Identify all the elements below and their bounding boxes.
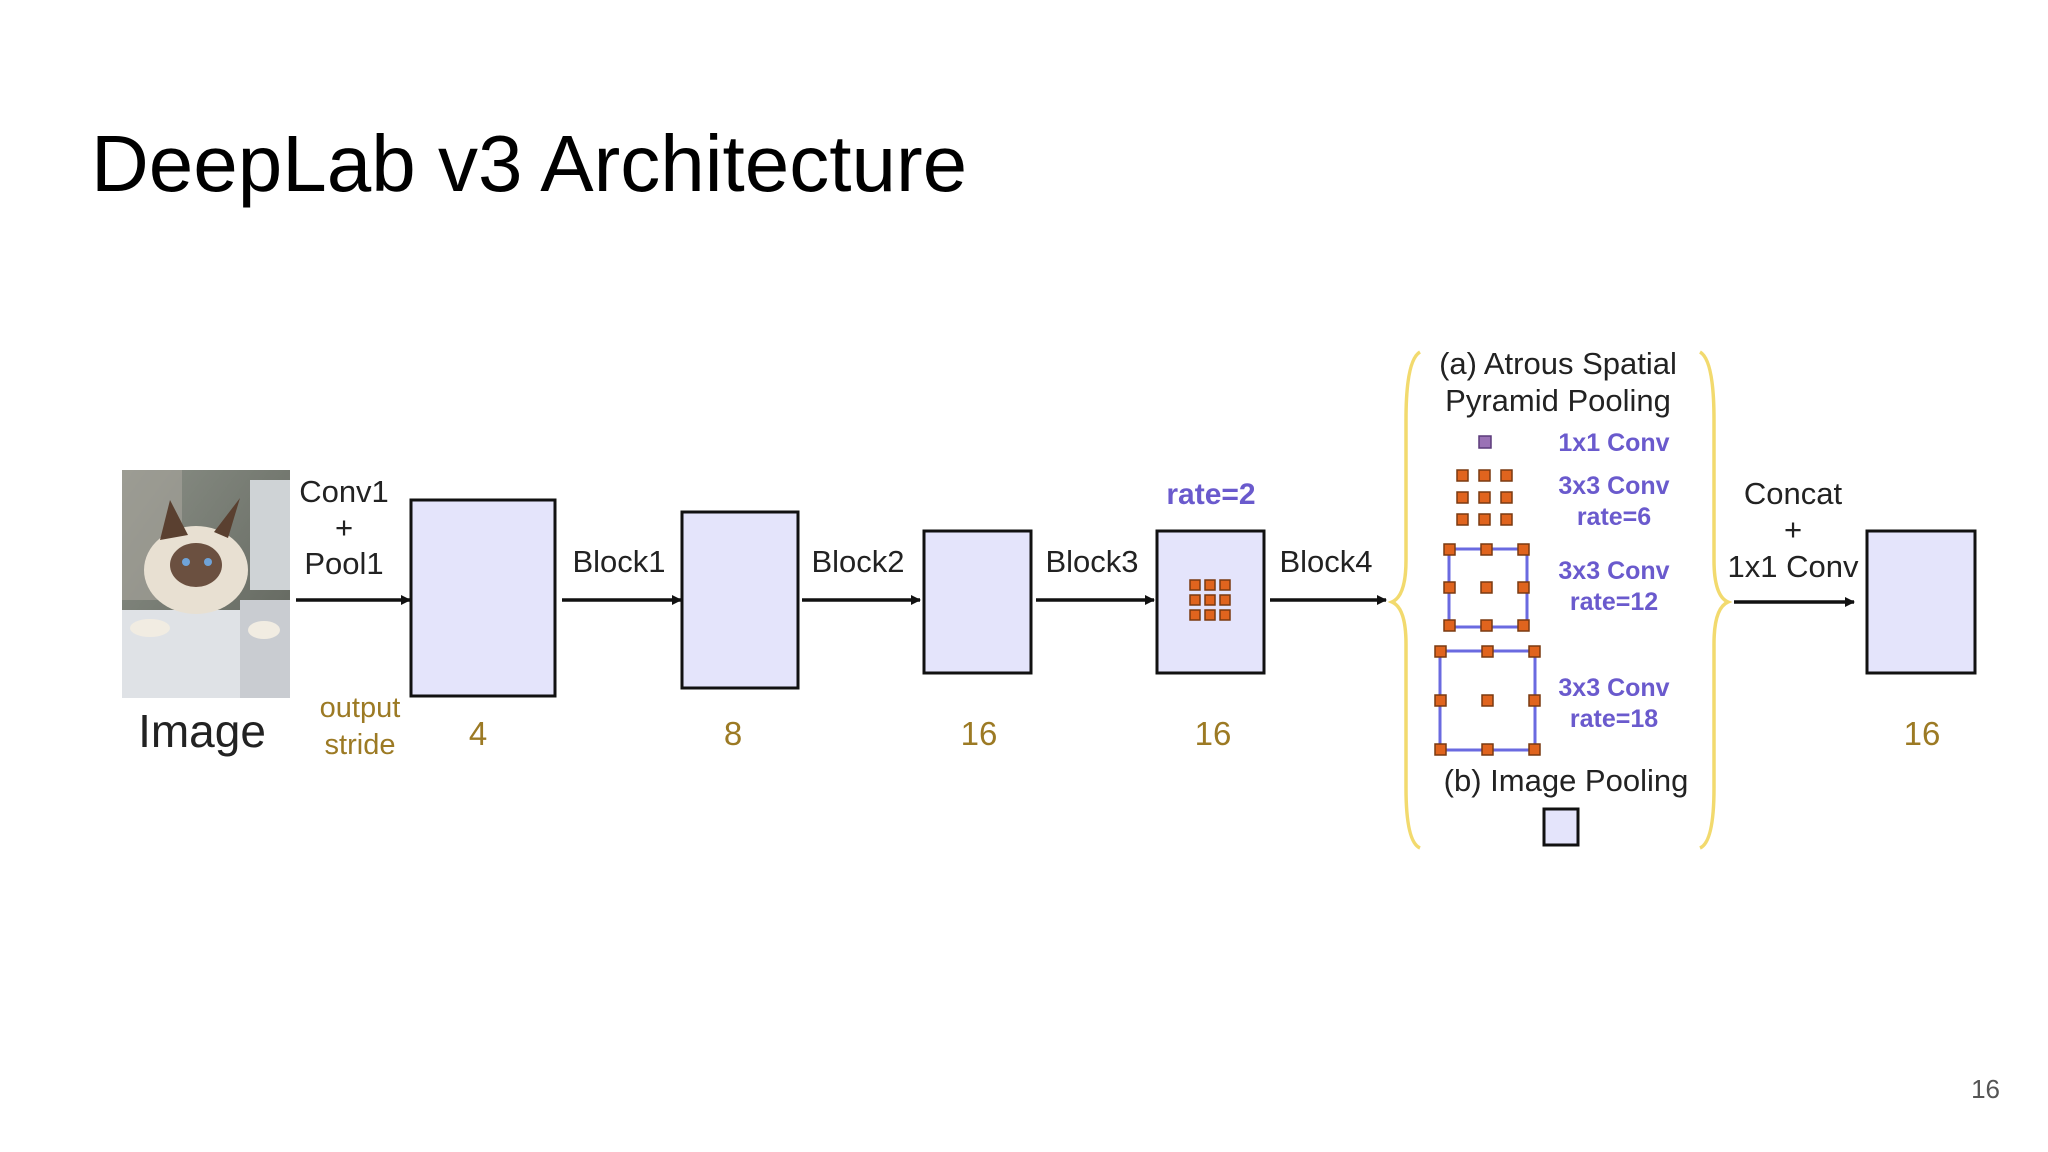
block1-label: Block1 <box>572 544 665 579</box>
slide-title: DeepLab v3 Architecture <box>91 119 968 208</box>
kernel-3x3-rate18 <box>1434 645 1541 756</box>
stride-4: 16 <box>1195 715 1232 752</box>
aspp-title-2: Pyramid Pooling <box>1445 383 1671 418</box>
feature-block-1 <box>409 498 557 698</box>
branch-rate18-label-2: rate=18 <box>1570 705 1658 733</box>
stride-final: 16 <box>1904 715 1941 752</box>
page-number: 16 <box>1971 1074 2000 1104</box>
block4-label: Block4 <box>1279 544 1372 579</box>
output-stride-label-1: output <box>320 692 401 724</box>
image-pooling-label: (b) Image Pooling <box>1444 763 1689 798</box>
branch-rate12-label-2: rate=12 <box>1570 588 1658 616</box>
concat-plus: + <box>1784 512 1802 547</box>
conv1-label: Conv1 <box>299 474 389 509</box>
aspp-right-brace <box>1698 350 1733 850</box>
stride-3: 16 <box>961 715 998 752</box>
kernel-1x1 <box>1478 435 1492 449</box>
branch-1x1-label: 1x1 Conv <box>1558 429 1669 457</box>
conv1-plus: + <box>335 510 353 545</box>
branch-rate12-label-1: 3x3 Conv <box>1558 557 1669 585</box>
image-label: Image <box>138 705 266 757</box>
concat-label: Concat <box>1744 476 1843 511</box>
rate-2-label: rate=2 <box>1166 478 1255 511</box>
block2-label: Block2 <box>811 544 904 579</box>
stride-2: 8 <box>724 715 742 752</box>
final-conv-label: 1x1 Conv <box>1728 549 1859 584</box>
output-stride-label-2: stride <box>325 729 396 761</box>
image-pooling-block <box>1542 807 1580 847</box>
feature-block-2 <box>680 510 800 690</box>
branch-rate6-label-1: 3x3 Conv <box>1558 472 1669 500</box>
aspp-title-1: (a) Atrous Spatial <box>1439 346 1677 381</box>
output-block <box>1865 529 1977 675</box>
kernel-grid-rate2 <box>1189 579 1231 621</box>
pool1-label: Pool1 <box>304 546 383 581</box>
stride-1: 4 <box>469 715 487 752</box>
kernel-3x3-rate6 <box>1456 469 1513 526</box>
aspp-left-brace <box>1387 350 1422 850</box>
branch-rate18-label-1: 3x3 Conv <box>1558 674 1669 702</box>
branch-rate6-label-2: rate=6 <box>1577 503 1651 531</box>
kernel-3x3-rate12 <box>1443 543 1530 632</box>
cat-image <box>122 470 290 698</box>
block3-label: Block3 <box>1045 544 1138 579</box>
feature-block-3 <box>922 529 1033 675</box>
